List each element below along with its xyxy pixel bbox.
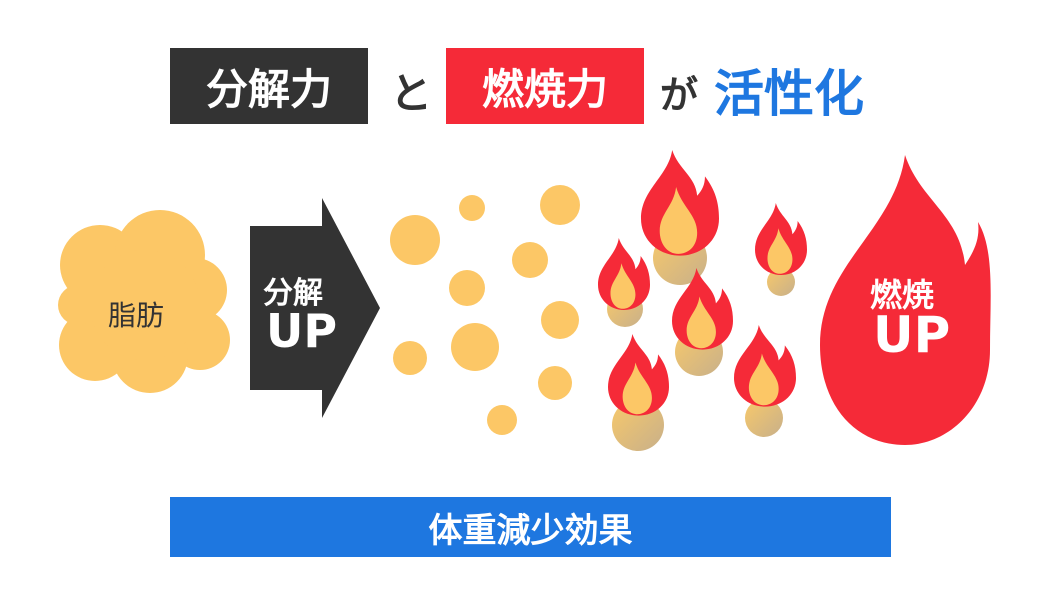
title-connector-ga: が [660,73,699,117]
breakdown-arrow [250,198,380,418]
fat-label: 脂肪 [108,299,165,332]
fat-blob [58,210,230,393]
title-breakdown-box: 分解力 [170,48,368,124]
footer-text: 体重減少効果 [428,510,633,551]
fat-particles [390,185,580,435]
arrow-label-line2: UP [266,304,338,358]
title-connector-to: と [390,69,433,118]
title-burning: 燃焼力 [481,64,608,114]
title-activation: 活性化 [714,65,864,123]
flame-label-line1: 燃焼 [870,276,935,314]
title-breakdown: 分解力 [205,64,332,114]
burning-particles [598,150,807,451]
title-burning-box: 燃焼力 [446,48,644,124]
arrow-label-line1: 分解 [263,276,323,311]
big-flame-icon [820,155,991,445]
flame-label-line2: UP [873,306,951,364]
footer-banner: 体重減少効果 [170,497,891,557]
